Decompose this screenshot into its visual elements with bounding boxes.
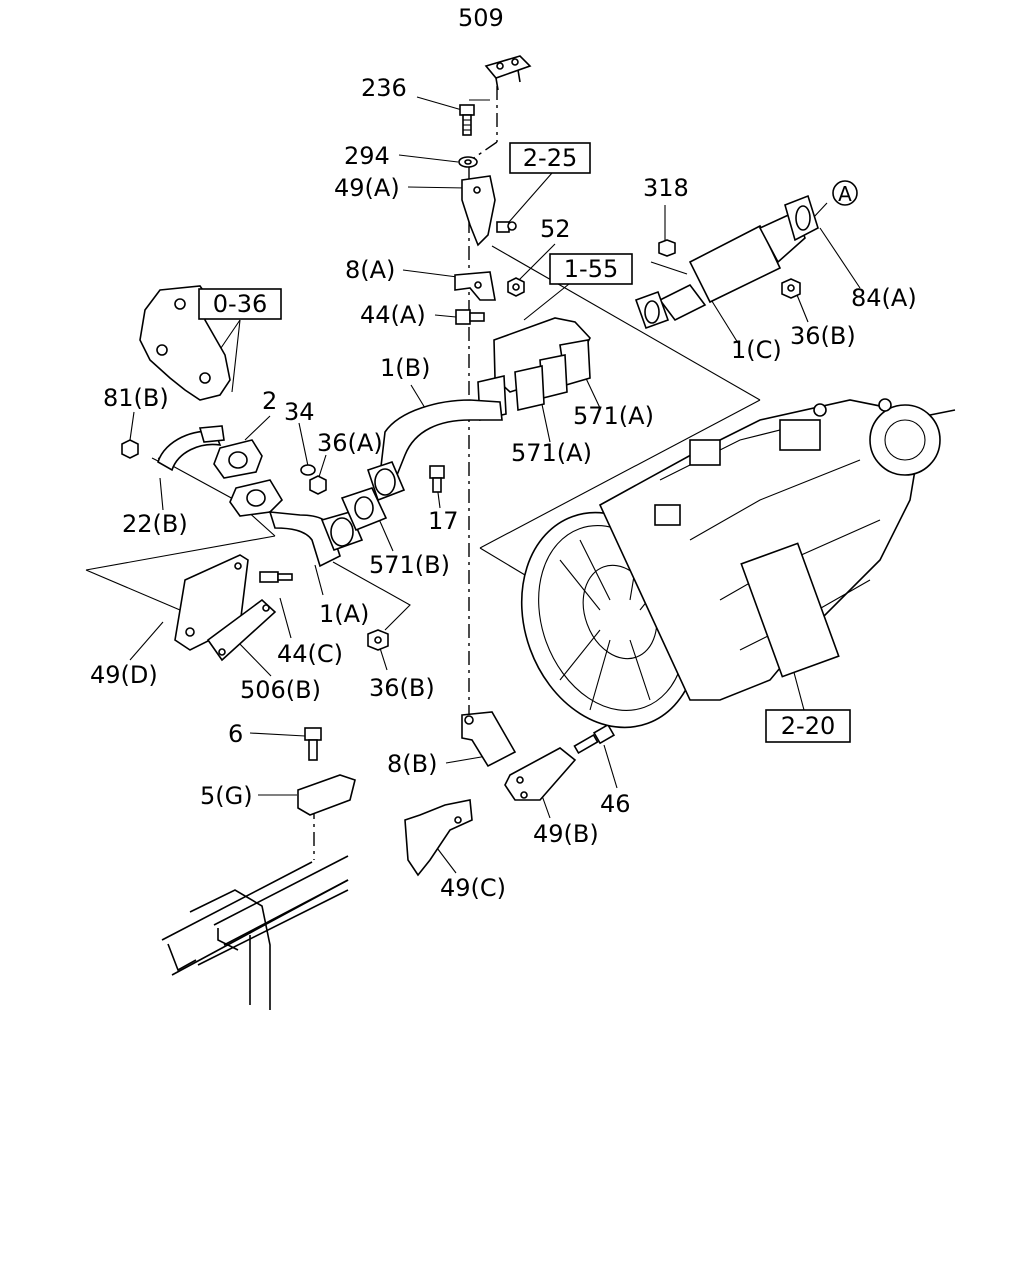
part-2-20-transmission: [520, 398, 956, 729]
part-22b-clamp: [157, 425, 225, 472]
reference-box-0-36[interactable]: 0-36: [198, 288, 282, 320]
callout-46: 46: [600, 790, 631, 818]
callout-1a: 1(A): [319, 600, 369, 628]
callout-6: 6: [228, 720, 243, 748]
part-6-bolt: [304, 727, 322, 761]
part-1b-pipe: [366, 399, 503, 502]
callout-318: 318: [643, 174, 689, 202]
callout-8b: 8(B): [387, 750, 437, 778]
part-294-washer: [458, 156, 478, 168]
callout-49a: 49(A): [334, 174, 400, 202]
callout-1b: 1(B): [380, 354, 430, 382]
callout-294: 294: [344, 142, 390, 170]
part-506b-plate: [206, 598, 277, 662]
part-49a-bracket: [461, 175, 496, 247]
callout-571a-lower: 571(A): [511, 439, 592, 467]
callout-571a-upper: 571(A): [573, 402, 654, 430]
part-36b-nut-bottom: [367, 629, 389, 651]
part-5g-bracket: [297, 774, 356, 816]
callout-44a: 44(A): [360, 301, 426, 329]
reference-label-2-20: 2-20: [781, 712, 835, 740]
part-44c-bolt: [259, 571, 293, 583]
callout-labels: 509 236 294 49(A) 52 8(A) 44(A) 318 84(A…: [90, 4, 917, 902]
part-1a-front-pipe: [229, 479, 364, 568]
callout-36b-bottom: 36(B): [369, 674, 435, 702]
reference-box-2-25[interactable]: 2-25: [509, 142, 591, 174]
reference-box-2-20[interactable]: 2-20: [765, 709, 851, 743]
callout-81b: 81(B): [103, 384, 169, 412]
part-52-nut: [507, 277, 525, 297]
callout-34: 34: [284, 398, 315, 426]
part-509-bracket: [484, 55, 532, 91]
callout-236: 236: [361, 74, 407, 102]
reference-label-2-25: 2-25: [523, 144, 577, 172]
part-8a-clamp: [454, 271, 496, 301]
part-2-25-bolt: [496, 221, 517, 233]
part-36a-nut: [309, 475, 327, 495]
part-49b-bracket: [504, 747, 577, 801]
circled-marker-a: A: [832, 180, 858, 206]
chassis-frame-rail: [161, 855, 349, 1010]
part-81b-nut: [121, 439, 139, 459]
part-34-washer: [300, 464, 316, 476]
part-1c-muffler-pipe: [634, 194, 819, 330]
reference-label-0-36: 0-36: [213, 290, 267, 318]
callout-52: 52: [540, 215, 571, 243]
part-44a-bolt: [455, 309, 485, 325]
part-17-bolt: [429, 465, 445, 493]
part-8b-bracket: [461, 711, 517, 768]
callout-571b: 571(B): [369, 551, 450, 579]
part-571b-gasket: [340, 487, 388, 532]
callout-44c: 44(C): [277, 640, 343, 668]
part-2-gasket: [213, 439, 263, 479]
callout-22b: 22(B): [122, 510, 188, 538]
callout-509: 509: [458, 4, 504, 32]
callout-49b: 49(B): [533, 820, 599, 848]
callout-8a: 8(A): [345, 256, 395, 284]
callout-49c: 49(C): [440, 874, 506, 902]
reference-box-1-55[interactable]: 1-55: [549, 253, 633, 285]
circled-marker-label: A: [838, 182, 852, 206]
callout-5g: 5(G): [200, 782, 253, 810]
callout-49d: 49(D): [90, 661, 158, 689]
part-36b-nut-top: [781, 278, 801, 299]
callout-36b-top: 36(B): [790, 322, 856, 350]
callout-2: 2: [262, 387, 277, 415]
callout-36a: 36(A): [317, 429, 383, 457]
reference-label-1-55: 1-55: [564, 255, 618, 283]
callout-17: 17: [428, 507, 459, 535]
part-46-bolt: [573, 723, 616, 755]
part-318-nut: [658, 239, 676, 257]
part-236-bolt: [459, 104, 475, 136]
part-49c-bracket: [404, 799, 473, 877]
callout-506b: 506(B): [240, 676, 321, 704]
callout-84a: 84(A): [851, 284, 917, 312]
callout-1c: 1(C): [731, 336, 782, 364]
